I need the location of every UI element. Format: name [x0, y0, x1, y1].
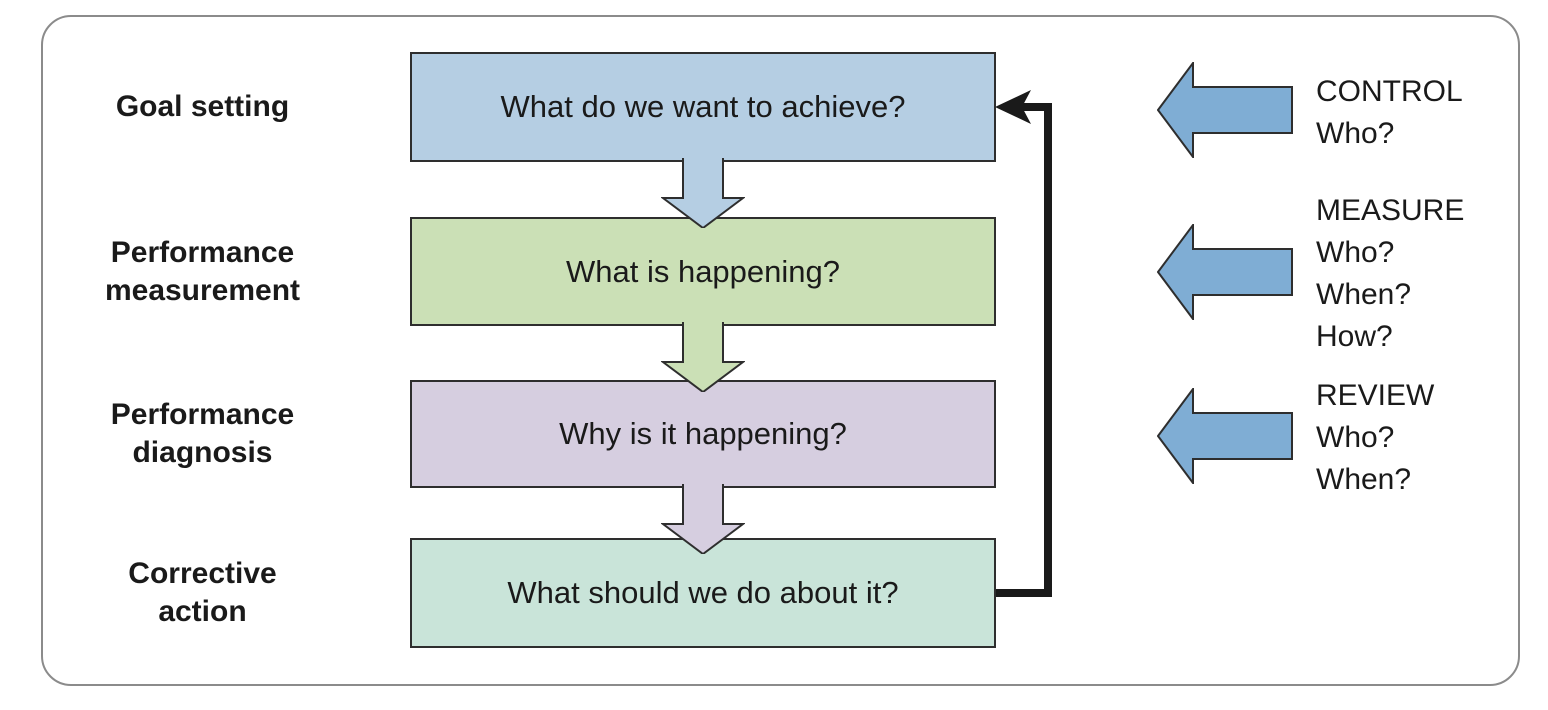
down-arrow-icon-1 [661, 158, 745, 228]
annotation-title: MEASURE [1316, 194, 1465, 227]
left-arrow-icon-control [1157, 62, 1293, 158]
left-arrow-icon-measure [1157, 224, 1293, 320]
feedback-loop-line [996, 103, 1052, 597]
annotation-line: When? [1316, 278, 1412, 311]
flow-box-question: What do we want to achieve? [500, 89, 906, 124]
left-arrow-shape [1157, 62, 1293, 158]
left-arrow-shape [1157, 224, 1293, 320]
flow-box-question: What should we do about it? [507, 575, 899, 610]
annotation-control: CONTROL Who? [1316, 71, 1463, 155]
down-arrow-fill [663, 158, 743, 228]
flow-box-goal-setting: What do we want to achieve? [410, 52, 996, 162]
stage-label-performance-measurement: Performance measurement [104, 235, 301, 307]
flow-box-question: Why is it happening? [559, 416, 847, 451]
feedback-loop-arrowhead-icon [995, 90, 1031, 124]
annotation-measure: MEASURE Who? When? How? [1316, 190, 1464, 358]
annotation-line: How? [1316, 320, 1393, 353]
feedback-loop-arrow-icon [995, 90, 1052, 597]
down-arrow-fill [663, 322, 743, 392]
annotation-review: REVIEW Who? When? [1316, 375, 1434, 501]
flow-box-performance-measurement: What is happening? [410, 217, 996, 326]
flow-box-question: What is happening? [565, 253, 841, 289]
down-arrow-outline [661, 484, 745, 554]
left-arrow-shape [1157, 388, 1293, 484]
annotation-line: When? [1316, 463, 1412, 496]
annotation-line: Who? [1316, 117, 1395, 150]
diagram-frame [41, 15, 1520, 686]
stage-label-corrective-action: Corrective action [128, 557, 277, 628]
annotation-line: Who? [1316, 421, 1395, 454]
flow-box-performance-diagnosis: Why is it happening? [410, 380, 996, 488]
down-arrow-icon-3 [661, 484, 745, 554]
annotation-title: REVIEW [1316, 379, 1435, 412]
stage-label-performance-diagnosis: Performance diagnosis [110, 398, 295, 469]
left-arrow-icon-review [1157, 388, 1293, 484]
down-arrow-icon-2 [661, 322, 745, 392]
stage-label-goal-setting: Goal setting [115, 90, 290, 123]
down-arrow-outline [661, 322, 745, 392]
annotation-line: Who? [1316, 236, 1395, 269]
down-arrow-outline [661, 158, 745, 228]
annotation-title: CONTROL [1316, 75, 1463, 108]
down-arrow-fill [663, 484, 743, 554]
flow-box-corrective-action: What should we do about it? [410, 538, 996, 648]
